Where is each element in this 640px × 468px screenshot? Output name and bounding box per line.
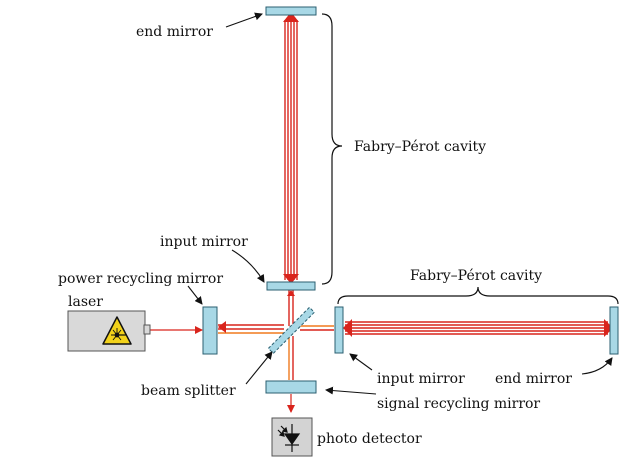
label-photo-detector: photo detector (317, 431, 422, 447)
label-signal-recycling-mirror: signal recycling mirror (377, 396, 540, 412)
input-mirror-right (334, 306, 344, 354)
beam-splitter (267, 306, 316, 355)
photodiode-icon (277, 424, 301, 452)
label-power-recycling-mirror: power recycling mirror (58, 271, 223, 287)
signal-recycling-mirror (265, 380, 317, 394)
label-beam-splitter: beam splitter (141, 383, 236, 399)
leader-arrows (187, 12, 613, 395)
photo-detector-unit (271, 417, 313, 457)
vertical-cavity-brace (321, 13, 343, 285)
label-input-mirror-right: input mirror (377, 371, 465, 387)
end-mirror-right (609, 306, 619, 355)
label-end-mirror-top: end mirror (136, 24, 213, 40)
recycling-beams (148, 321, 295, 413)
input-mirror-top (266, 281, 316, 291)
label-input-mirror-top: input mirror (160, 234, 248, 250)
label-end-mirror-right: end mirror (495, 371, 572, 387)
end-mirror-top (265, 6, 317, 16)
label-laser: laser (68, 294, 103, 310)
laser-warning-icon (102, 316, 132, 345)
horizontal-cavity-brace (337, 286, 619, 305)
label-fp-cavity-horizontal: Fabry–Pérot cavity (410, 268, 542, 284)
vertical-arm-beams (283, 12, 299, 326)
power-recycling-mirror (202, 306, 218, 355)
label-fp-cavity-vertical: Fabry–Pérot cavity (354, 139, 486, 155)
laser-unit (67, 310, 151, 352)
horizontal-arm-beams (300, 319, 613, 337)
